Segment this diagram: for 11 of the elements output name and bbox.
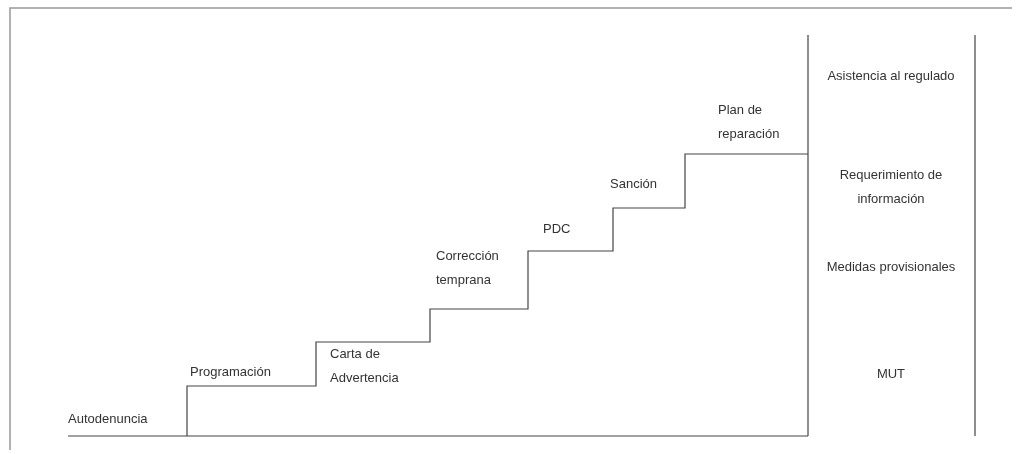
step-label: Carta de Advertencia: [330, 345, 400, 387]
step-label: Sanción: [610, 175, 658, 193]
measure-label: Medidas provisionales: [826, 258, 956, 276]
measure-label: Asistencia al regulado: [826, 67, 956, 85]
step-label: Programación: [190, 363, 272, 381]
measure-label: Requerimiento de información: [838, 166, 944, 208]
step-label: PDC: [543, 220, 572, 238]
step-label: Autodenuncia: [68, 410, 149, 428]
step-label: Corrección temprana: [436, 247, 500, 289]
measure-label: MUT: [875, 365, 907, 383]
step-label: Plan de reparación: [718, 101, 781, 143]
